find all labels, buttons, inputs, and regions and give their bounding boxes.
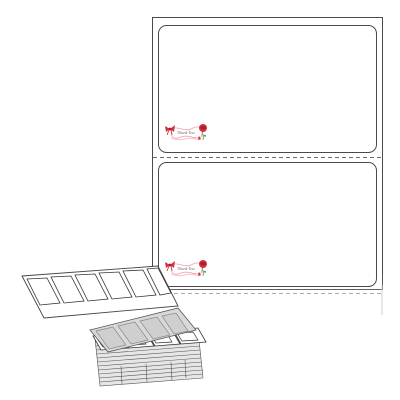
thank-you-text-bottom: Thank You [177, 266, 195, 271]
fanfold-label-stack [21, 265, 207, 387]
thank-you-ribbon-bow-rose-icon: Thank You [164, 259, 208, 277]
label-top [158, 25, 377, 153]
thank-you-text-top: Thank You [177, 130, 195, 135]
label-bottom [158, 162, 377, 287]
thank-you-ribbon-bow-rose-icon: Thank You [164, 123, 208, 141]
